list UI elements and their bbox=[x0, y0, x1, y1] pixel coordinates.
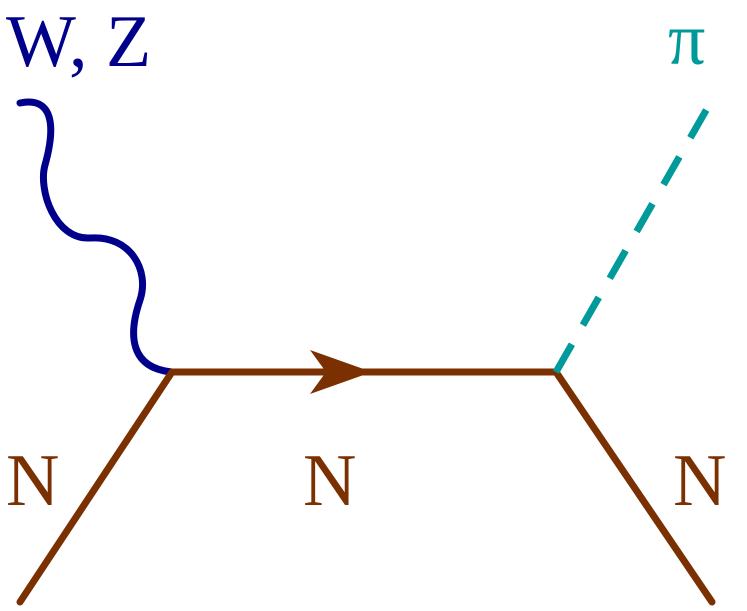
boson-label: W, Z bbox=[6, 1, 151, 83]
nucleon-out-label: N bbox=[673, 440, 726, 522]
nucleon-outgoing-line bbox=[552, 368, 716, 606]
boson-propagator-line bbox=[16, 98, 176, 376]
propagator-arrow bbox=[310, 350, 372, 394]
pion-label: π bbox=[668, 0, 705, 81]
nucleon-incoming-line bbox=[16, 368, 176, 606]
nucleon-in-label: N bbox=[6, 440, 59, 522]
nucleon-internal-label: N bbox=[303, 440, 356, 522]
pion-dashed-line bbox=[552, 98, 716, 374]
